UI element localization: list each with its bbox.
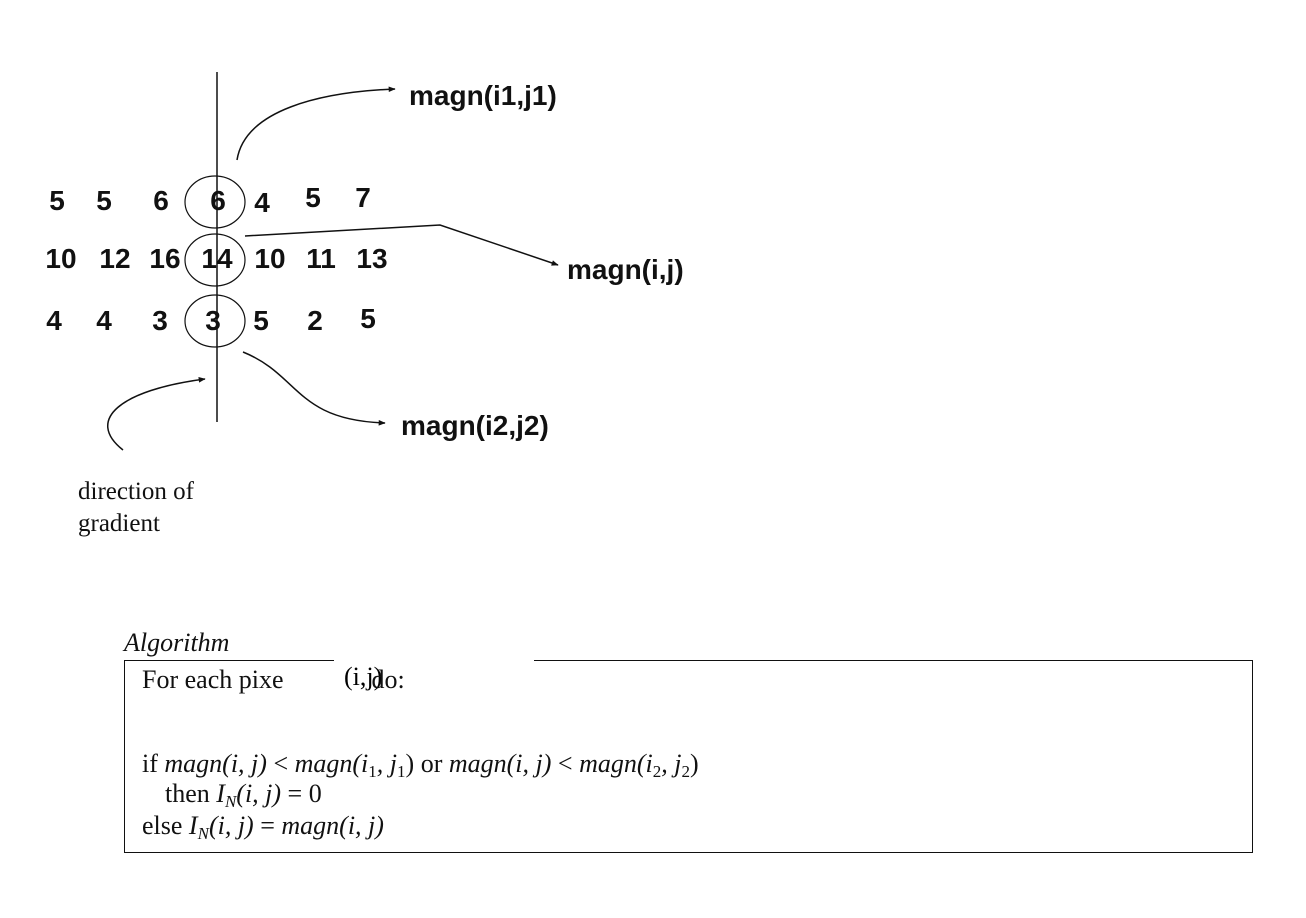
circle-bottom: [184, 294, 246, 348]
arrow-direction-of-gradient: [107, 377, 206, 451]
grid-cell: 4: [96, 305, 112, 336]
grid-cell: 6: [153, 185, 169, 216]
label-magn-i2-j2: magn(i2,j2): [401, 410, 549, 441]
grid-cell: 4: [254, 187, 270, 218]
arrow-to-magn-i2-j2: [242, 351, 386, 426]
grid-cell: 5: [253, 305, 269, 336]
number-grid: 5 5 6 6 4 5 7 10 12 16 14 10 11 13 4 4 3…: [45, 182, 387, 336]
grid-cell: 5: [96, 185, 112, 216]
grid-cell: 3: [152, 305, 168, 336]
grid-cell: 7: [355, 182, 371, 213]
arrow-to-magn-i1-j1: [236, 86, 396, 161]
algorithm-line-3: then IN(i, j) = 0: [165, 779, 322, 811]
algorithm-line-2: if magn(i, j) < magn(i1, j1) or magn(i, …: [142, 749, 699, 781]
grid-cell: 16: [149, 243, 180, 274]
algorithm-line-1: For each pixe do:: [142, 665, 405, 695]
pixel-index-tag: (i,j): [334, 653, 534, 691]
circle-top: [184, 175, 246, 229]
pixel-index: (i,j): [344, 662, 383, 691]
line1-suffix: do:: [371, 665, 405, 694]
algorithm-box: (i,j) For each pixe do: if magn(i, j) < m…: [124, 653, 1253, 853]
grid-cell: 3: [205, 305, 221, 336]
grid-cell: 13: [356, 243, 387, 274]
algorithm-line-4: else IN(i, j) = magn(i, j): [142, 811, 384, 843]
grid-cell: 5: [305, 182, 321, 213]
grid-cell: 10: [254, 243, 285, 274]
caption-direction-line1: direction of: [78, 478, 195, 505]
grid-cell: 2: [307, 305, 323, 336]
caption-direction-line2: gradient: [78, 510, 160, 537]
algorithm-title: Algorithm: [124, 628, 230, 657]
label-magn-i1-j1: magn(i1,j1): [409, 80, 557, 111]
grid-cell: 11: [306, 243, 336, 274]
circle-middle: [184, 233, 246, 287]
grid-cell: 10: [45, 243, 76, 274]
grid-cell: 6: [210, 185, 226, 216]
grid-cell: 4: [46, 305, 62, 336]
grid-cell: 12: [99, 243, 130, 274]
grid-cell: 5: [49, 185, 65, 216]
line1-prefix: For each pixe: [142, 665, 284, 694]
arrow-to-magn-i-j: [244, 224, 559, 266]
grid-cell: 5: [360, 303, 376, 334]
label-magn-i-j: magn(i,j): [567, 254, 684, 285]
grid-cell: 14: [201, 243, 233, 274]
